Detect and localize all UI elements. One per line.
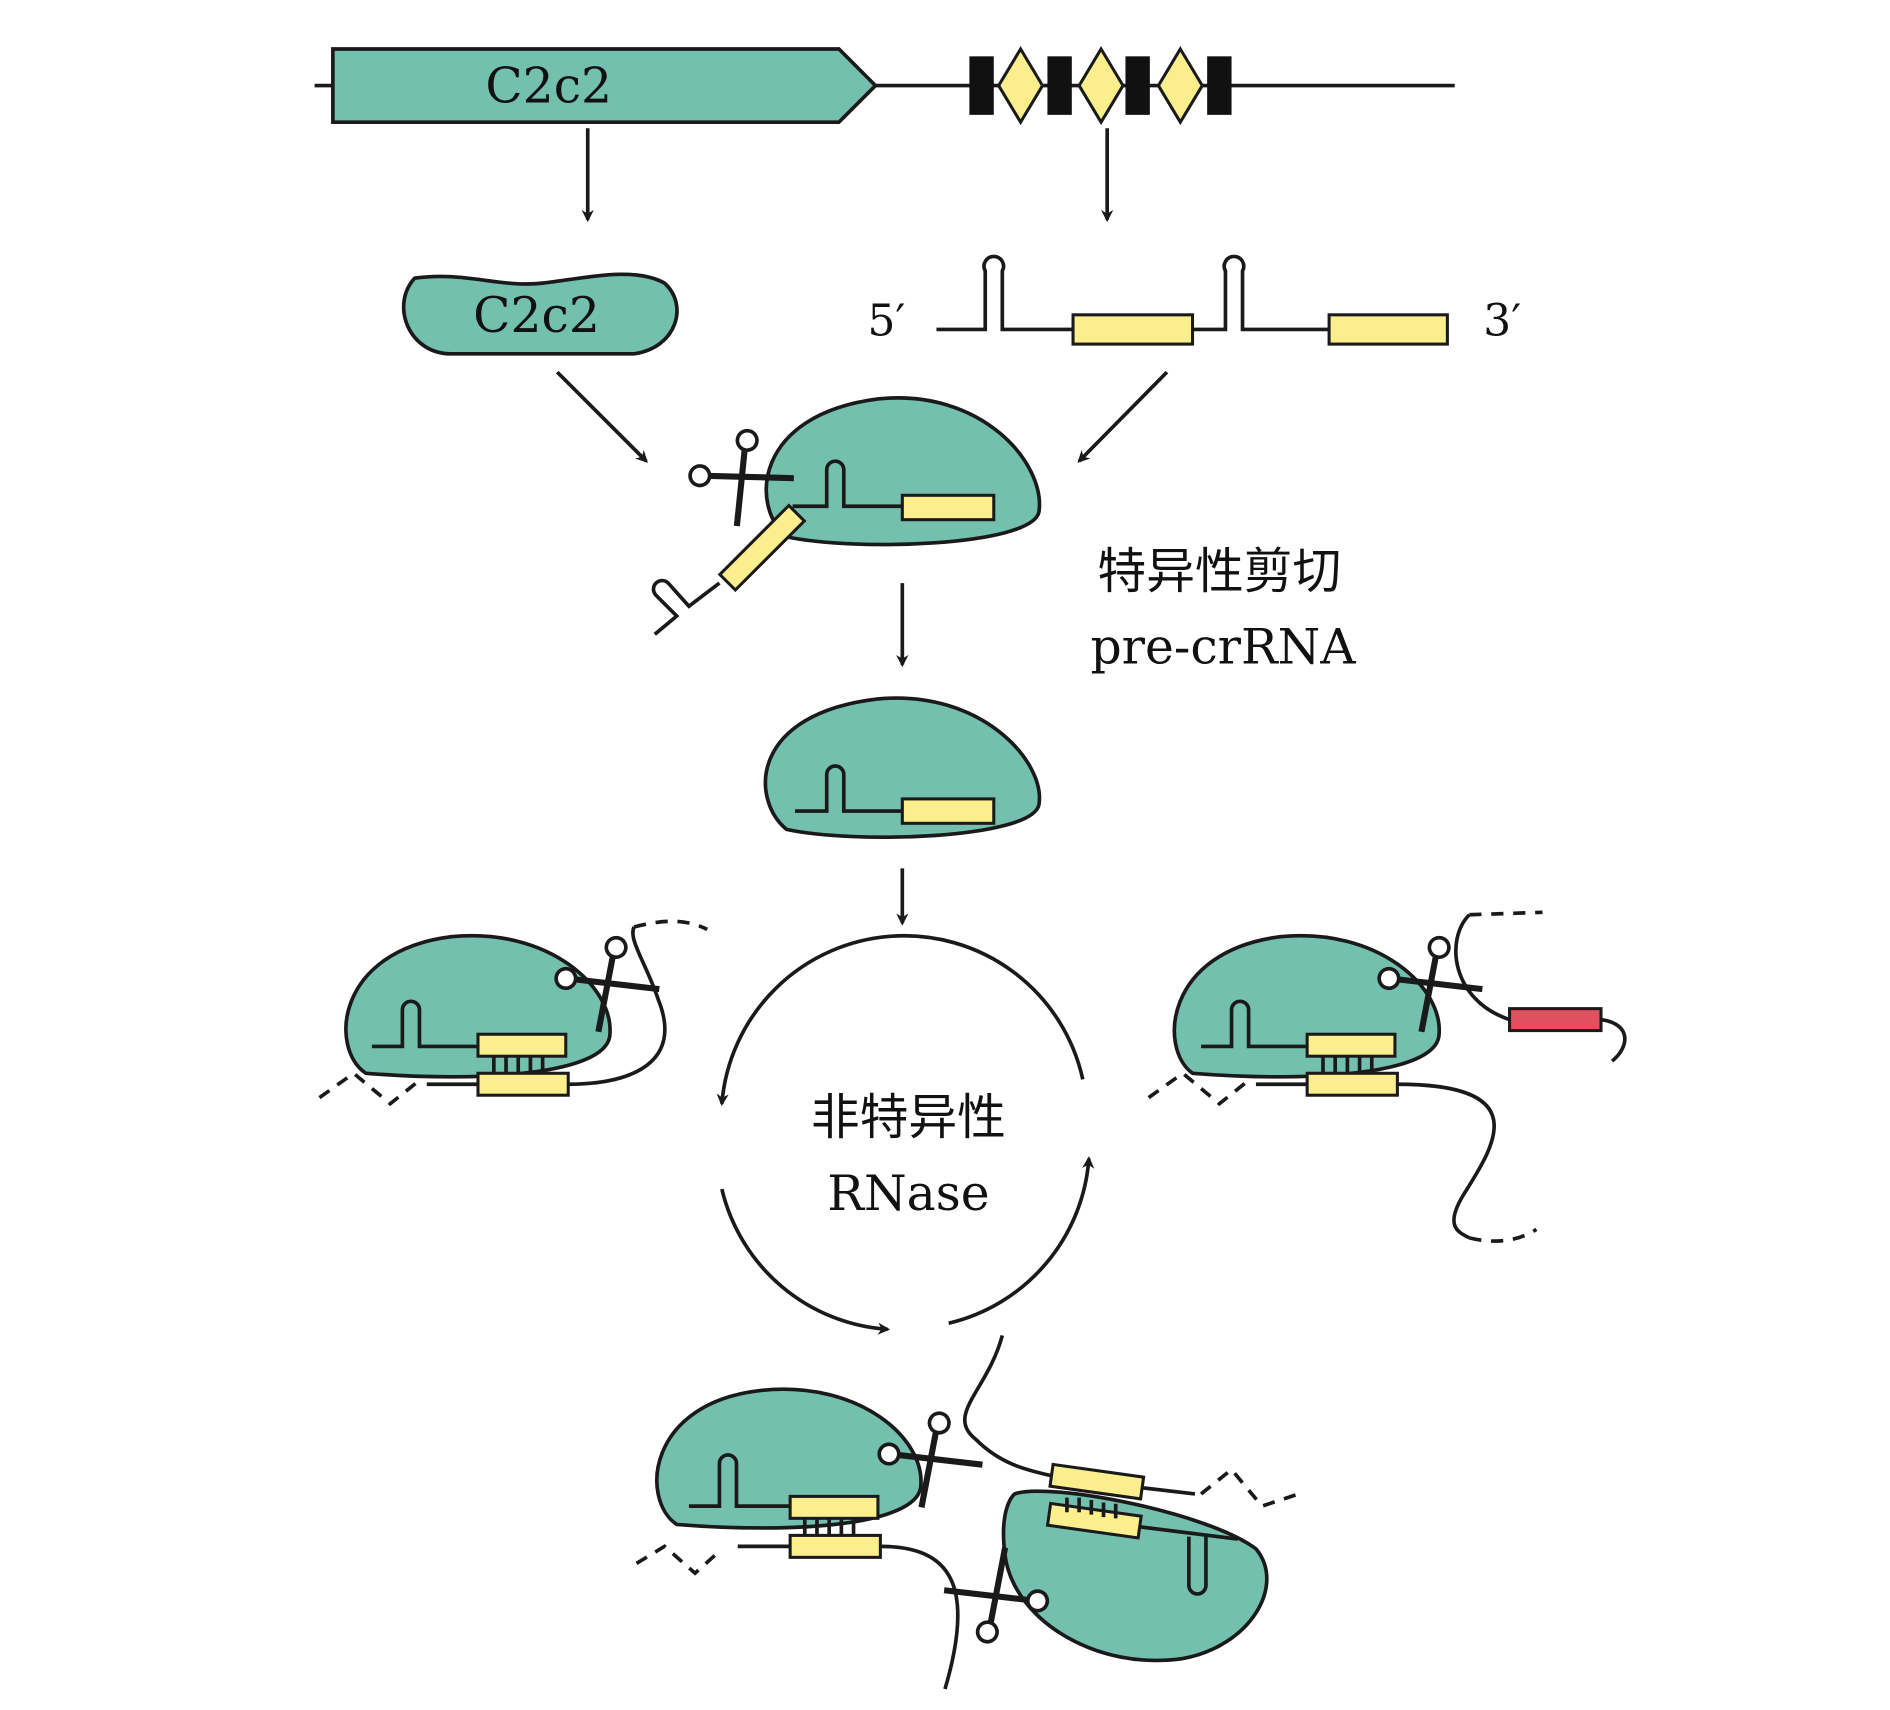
arrow: [555, 370, 648, 463]
target-bound-complex-left: [318, 921, 709, 1107]
protein-label: C2c2: [473, 287, 600, 344]
target-bound-complex-bottom: [635, 1334, 1300, 1690]
three-prime-label: 3′: [1483, 296, 1521, 347]
processing-complex: [651, 396, 1042, 636]
c2c2-protein: C2c2: [401, 272, 679, 356]
five-prime-label: 5′: [868, 296, 906, 347]
rnase-label: RNase: [827, 1165, 989, 1222]
nonspecific-label: 非特异性: [811, 1089, 1006, 1146]
gene-locus: C2c2: [314, 46, 1455, 126]
gene-label: C2c2: [485, 58, 612, 115]
crispr-array: [969, 46, 1232, 126]
reporter-rna: [1508, 1007, 1603, 1033]
pre-crrna: 5′ 3′: [868, 254, 1521, 347]
target-bound-complex-right: [1147, 910, 1627, 1243]
specific-cleavage-label: 特异性剪切: [1097, 543, 1341, 600]
pre-crrna-label: pre-crRNA: [1090, 619, 1356, 676]
nonspecific-cycle: 非特异性 RNase: [716, 933, 1095, 1335]
arrow: [1077, 370, 1169, 463]
mature-complex: [763, 696, 1042, 839]
